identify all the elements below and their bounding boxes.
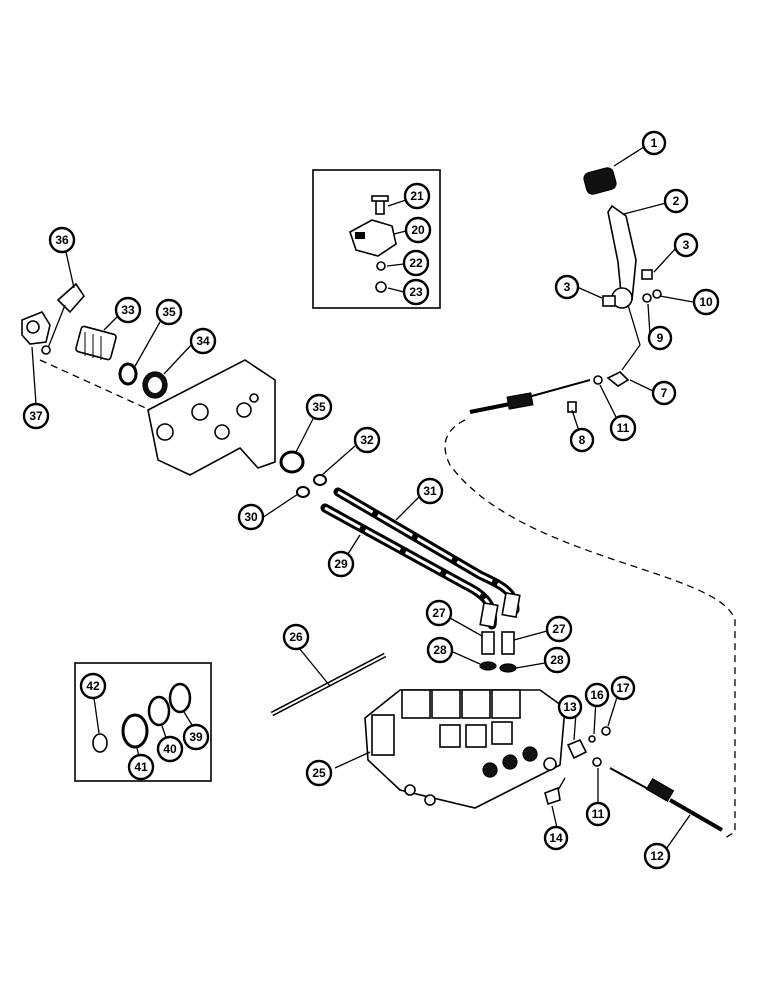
svg-text:35: 35	[312, 400, 326, 414]
callout-12: 12	[643, 842, 671, 870]
callout-41: 41	[127, 753, 155, 781]
callout-28b: 28	[543, 646, 571, 674]
svg-text:25: 25	[312, 766, 326, 780]
inset-box-bracket	[312, 169, 441, 309]
callout-34: 34	[189, 327, 217, 355]
lower-cable	[609, 767, 723, 832]
callout-1: 1	[641, 130, 667, 156]
callout-32: 32	[353, 426, 381, 454]
svg-text:27: 27	[432, 606, 446, 620]
callout-11b: 11	[585, 801, 611, 827]
valve-small-parts	[544, 726, 611, 806]
callout-14: 14	[543, 825, 569, 851]
svg-text:34: 34	[196, 334, 210, 348]
svg-text:30: 30	[244, 510, 258, 524]
svg-text:26: 26	[289, 630, 303, 644]
callout-3b: 3	[554, 274, 580, 300]
svg-text:39: 39	[189, 730, 203, 744]
callout-27a: 27	[425, 599, 453, 627]
callout-31: 31	[416, 477, 444, 505]
svg-text:7: 7	[661, 386, 668, 400]
svg-text:37: 37	[29, 409, 43, 423]
svg-text:21: 21	[410, 189, 424, 203]
svg-text:3: 3	[564, 280, 571, 294]
hoses	[320, 487, 521, 630]
svg-text:28: 28	[433, 643, 447, 657]
callout-33: 33	[114, 296, 142, 324]
svg-text:8: 8	[579, 433, 586, 447]
callout-35b: 35	[305, 393, 333, 421]
svg-text:29: 29	[334, 557, 348, 571]
cable-route-dashed	[444, 419, 736, 839]
svg-text:1: 1	[651, 136, 658, 150]
svg-text:31: 31	[423, 484, 437, 498]
callout-39: 39	[182, 723, 210, 751]
callout-27b: 27	[545, 615, 573, 643]
callout-37: 37	[22, 402, 50, 430]
callout-26: 26	[282, 623, 310, 651]
svg-text:42: 42	[86, 679, 100, 693]
callout-20: 20	[404, 216, 432, 244]
callout-35a: 35	[155, 298, 183, 326]
left-coupler-parts	[21, 282, 168, 411]
svg-text:2: 2	[673, 194, 680, 208]
svg-text:23: 23	[409, 285, 423, 299]
control-valve	[364, 689, 566, 809]
svg-text:12: 12	[650, 849, 664, 863]
svg-text:14: 14	[549, 831, 563, 845]
upper-cable	[469, 379, 591, 414]
svg-text:27: 27	[552, 622, 566, 636]
callout-42: 42	[79, 672, 107, 700]
callout-10: 10	[692, 288, 720, 316]
svg-text:13: 13	[563, 700, 577, 714]
callout-29: 29	[327, 550, 355, 578]
callout-2: 2	[663, 188, 689, 214]
callout-8: 8	[569, 427, 595, 453]
callout-13: 13	[557, 694, 583, 720]
svg-text:20: 20	[411, 223, 425, 237]
callout-9: 9	[647, 325, 673, 351]
bracket-seals	[279, 450, 327, 498]
svg-text:36: 36	[55, 233, 69, 247]
control-lever	[567, 167, 662, 413]
callout-22: 22	[402, 249, 430, 277]
callout-25: 25	[305, 759, 333, 787]
callout-3: 3	[673, 232, 699, 258]
svg-text:35: 35	[162, 305, 176, 319]
callout-17: 17	[610, 675, 636, 701]
callout-11a: 11	[609, 414, 637, 442]
callout-16: 16	[584, 682, 610, 708]
svg-text:33: 33	[121, 303, 135, 317]
callout-28a: 28	[426, 636, 454, 664]
svg-text:16: 16	[590, 688, 604, 702]
valve-fittings	[479, 631, 517, 673]
svg-text:41: 41	[134, 760, 148, 774]
mounting-bracket	[147, 359, 276, 476]
svg-text:22: 22	[409, 256, 423, 270]
callout-23: 23	[402, 278, 430, 306]
svg-text:17: 17	[616, 681, 630, 695]
svg-text:11: 11	[617, 421, 630, 435]
svg-text:28: 28	[550, 653, 564, 667]
callout-21: 21	[403, 182, 431, 210]
svg-text:3: 3	[683, 238, 690, 252]
svg-text:40: 40	[163, 742, 177, 756]
callout-30: 30	[237, 503, 265, 531]
svg-text:32: 32	[360, 433, 374, 447]
svg-text:10: 10	[699, 295, 713, 309]
svg-text:11: 11	[592, 807, 605, 821]
leader-lines	[31, 146, 694, 853]
callout-40: 40	[156, 735, 184, 763]
svg-text:9: 9	[657, 331, 664, 345]
inset-box-seals	[74, 662, 212, 782]
callout-36: 36	[48, 226, 76, 254]
callout-7: 7	[651, 380, 677, 406]
